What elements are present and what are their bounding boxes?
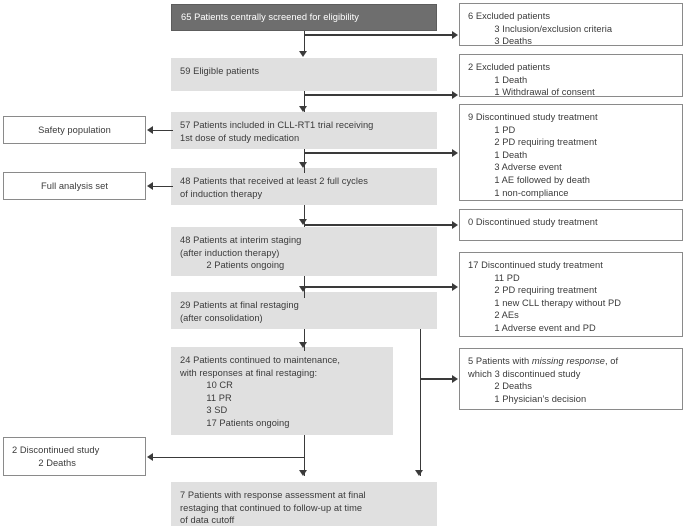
node-maintenance: 24 Patients continued to maintenance, wi… bbox=[171, 347, 393, 435]
arrow-into-included bbox=[299, 106, 308, 112]
missing-response-line1a: 5 Patients with bbox=[468, 356, 532, 366]
node-safety-population-text: Safety population bbox=[38, 124, 111, 135]
connector-eligible-to-included bbox=[303, 91, 306, 112]
connector-to-discontinued-study-left bbox=[153, 456, 304, 459]
connector-to-discontinued-0 bbox=[303, 224, 456, 226]
node-discontinued-17: 17 Discontinued study treatment 11 PD 2 … bbox=[459, 252, 683, 337]
arrow-into-interim bbox=[299, 219, 308, 225]
arrow-into-maintenance bbox=[299, 342, 308, 348]
node-full-analysis-set: Full analysis set bbox=[3, 172, 146, 200]
arrow-into-full-analysis-set bbox=[146, 182, 153, 190]
node-full-analysis-set-text: Full analysis set bbox=[41, 180, 108, 191]
arrow-into-excluded-2 bbox=[452, 90, 458, 99]
node-two-cycles-text: 48 Patients that received at least 2 ful… bbox=[180, 176, 368, 199]
connector-maintenance-to-followup bbox=[303, 435, 306, 476]
missing-response-emphasis: missing response bbox=[531, 356, 606, 366]
node-missing-response-text: 5 Patients with missing response, of whic… bbox=[468, 355, 674, 405]
connector-to-full-analysis-set bbox=[153, 185, 173, 188]
node-excluded-2: 2 Excluded patients 1 Death 1 Withdrawal… bbox=[459, 54, 683, 97]
arrow-into-discontinued-0 bbox=[452, 220, 458, 229]
arrow-into-eligible bbox=[299, 51, 308, 57]
arrow-into-missing-response bbox=[452, 374, 458, 383]
connector-to-discontinued-9 bbox=[303, 152, 456, 154]
arrow-into-followup-right bbox=[415, 470, 424, 476]
arrow-into-discontinued-9 bbox=[452, 148, 458, 157]
connector-two-cycles-to-interim bbox=[303, 205, 306, 227]
missing-response-line1b: , of bbox=[605, 356, 619, 366]
node-eligible: 59 Eligible patients bbox=[171, 58, 437, 91]
arrow-into-safety-population bbox=[146, 126, 153, 134]
arrow-into-two-cycles bbox=[299, 162, 308, 168]
arrow-into-final-restaging bbox=[299, 286, 308, 292]
connector-to-missing-response bbox=[419, 378, 456, 380]
node-safety-population: Safety population bbox=[3, 116, 146, 144]
node-followup-text: 7 Patients with response assessment at f… bbox=[180, 490, 366, 526]
node-included: 57 Patients included in CLL-RT1 trial re… bbox=[171, 112, 437, 149]
connector-to-discontinued-17 bbox=[303, 286, 456, 288]
node-discontinued-9: 9 Discontinued study treatment 1 PD 2 PD… bbox=[459, 104, 683, 201]
node-final-restaging-text: 29 Patients at final restaging (after co… bbox=[180, 300, 299, 323]
node-discontinued-17-text: 17 Discontinued study treatment 11 PD 2 … bbox=[468, 260, 621, 333]
node-discontinued-study-left-text: 2 Discontinued study 2 Deaths bbox=[12, 445, 100, 468]
node-missing-response: 5 Patients with missing response, of whic… bbox=[459, 348, 683, 410]
node-final-restaging: 29 Patients at final restaging (after co… bbox=[171, 292, 437, 329]
node-screened-text: 65 Patients centrally screened for eligi… bbox=[181, 12, 359, 22]
missing-response-line4: 1 Physician’s decision bbox=[468, 393, 587, 404]
connector-final-restaging-to-maintenance bbox=[303, 329, 306, 351]
node-discontinued-0: 0 Discontinued study treatment bbox=[459, 209, 683, 241]
node-eligible-text: 59 Eligible patients bbox=[180, 66, 260, 76]
node-interim-staging-text: 48 Patients at interim staging (after in… bbox=[180, 235, 302, 271]
node-two-cycles: 48 Patients that received at least 2 ful… bbox=[171, 168, 437, 205]
node-discontinued-0-text: 0 Discontinued study treatment bbox=[468, 217, 598, 227]
node-excluded-6-text: 6 Excluded patients 3 Inclusion/exclusio… bbox=[468, 11, 613, 47]
missing-response-line3: 2 Deaths bbox=[468, 381, 532, 392]
arrow-into-followup-center bbox=[299, 470, 308, 476]
missing-response-line2: which 3 discontinued study bbox=[468, 368, 581, 379]
arrow-into-discontinued-study-left bbox=[146, 453, 153, 461]
connector-included-to-two-cycles bbox=[303, 149, 306, 173]
node-discontinued-study-left: 2 Discontinued study 2 Deaths bbox=[3, 437, 146, 476]
node-included-text: 57 Patients included in CLL-RT1 trial re… bbox=[180, 120, 374, 143]
connector-to-excluded-2 bbox=[303, 94, 456, 96]
node-interim-staging: 48 Patients at interim staging (after in… bbox=[171, 227, 437, 276]
connector-final-restaging-to-followup bbox=[419, 329, 422, 476]
connector-to-safety-population bbox=[153, 129, 173, 132]
connector-screened-to-eligible bbox=[303, 31, 306, 52]
connector-to-excluded-6 bbox=[303, 34, 456, 36]
node-screened: 65 Patients centrally screened for eligi… bbox=[171, 4, 437, 31]
arrow-into-discontinued-17 bbox=[452, 282, 458, 291]
node-maintenance-text: 24 Patients continued to maintenance, wi… bbox=[180, 355, 341, 428]
node-excluded-6: 6 Excluded patients 3 Inclusion/exclusio… bbox=[459, 3, 683, 46]
node-discontinued-9-text: 9 Discontinued study treatment 1 PD 2 PD… bbox=[468, 112, 598, 198]
node-followup: 7 Patients with response assessment at f… bbox=[171, 482, 437, 526]
arrow-into-excluded-6 bbox=[452, 30, 458, 39]
node-excluded-2-text: 2 Excluded patients 1 Death 1 Withdrawal… bbox=[468, 62, 595, 98]
